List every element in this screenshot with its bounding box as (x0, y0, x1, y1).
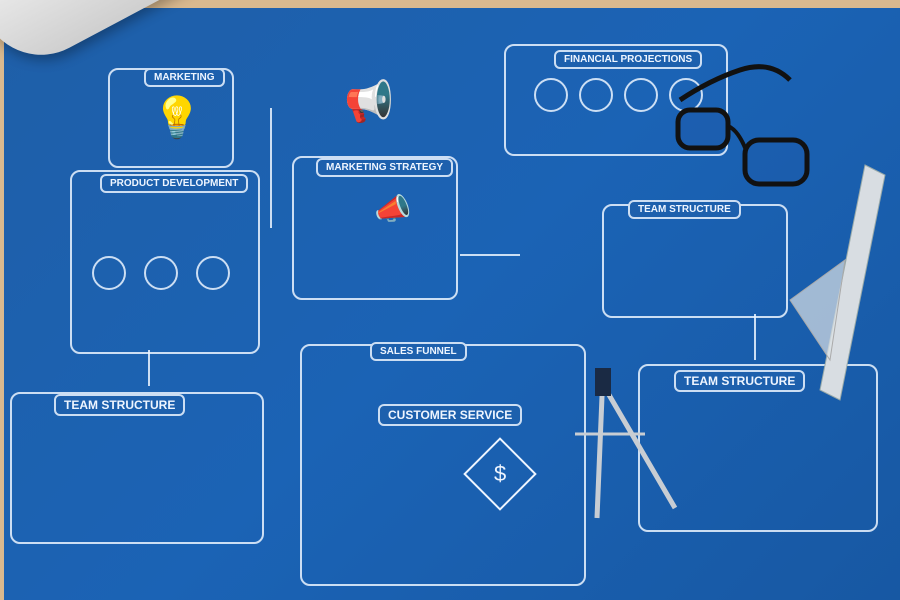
product-development-box (70, 170, 260, 354)
team-structure-left-label: TEAM STRUCTURE (54, 394, 186, 416)
node-icon (196, 256, 230, 290)
megaphone-icon: 📢 (344, 80, 394, 124)
eyeglasses (675, 64, 810, 187)
node-icon (144, 256, 178, 290)
node-icon (624, 78, 658, 112)
product-development-label: PRODUCT DEVELOPMENT (100, 174, 249, 193)
connector-line (148, 350, 150, 386)
sales-funnel-box (300, 344, 586, 586)
lightbulb-icon: 💡 (152, 96, 202, 140)
node-icon (92, 256, 126, 290)
node-icon (579, 78, 613, 112)
marketing-strategy-box (292, 156, 458, 300)
drafting-compass (575, 368, 678, 519)
customer-service-label: CUSTOMER SERVICE (378, 404, 523, 426)
team-structure-right-label: TEAM STRUCTURE (628, 200, 741, 219)
node-icon (534, 78, 568, 112)
connector-line (270, 108, 272, 228)
team-structure-bottom-right-label: TEAM STRUCTURE (674, 370, 806, 392)
financial-projections-box (504, 44, 728, 156)
blueprint-sheet: MARKETING 💡 PRODUCT DEVELOPMENT MARKETIN… (4, 8, 900, 600)
set-square-ruler (789, 164, 886, 401)
marketing-strategy-label: MARKETING STRATEGY (316, 158, 454, 177)
team-structure-left-box (10, 392, 264, 544)
financial-projections-label: FINANCIAL PROJECTIONS (554, 50, 703, 69)
team-structure-right-box (602, 204, 788, 318)
sales-funnel-label: SALES FUNNEL (370, 342, 467, 361)
connector-arrow (460, 254, 520, 256)
megaphone-icon: 📣 (374, 193, 412, 226)
connector-line (754, 314, 756, 360)
marketing-label: MARKETING (144, 68, 225, 87)
